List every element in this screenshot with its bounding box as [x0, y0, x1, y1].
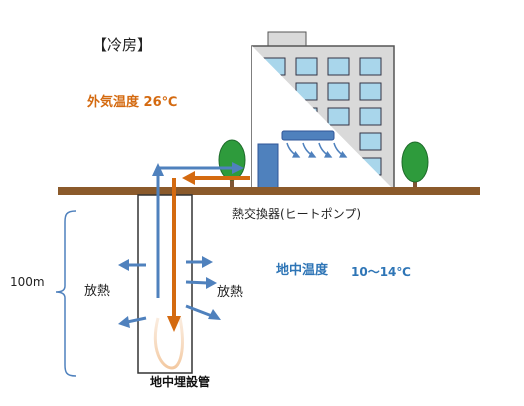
cool-air-arrow — [302, 142, 317, 158]
window — [359, 107, 382, 126]
heat-release-arrowhead — [118, 259, 129, 271]
window — [327, 107, 350, 126]
underground-pipe-label: 地中埋設管 — [150, 375, 211, 389]
window — [359, 132, 382, 151]
window — [327, 57, 350, 76]
heat-release-right-label: 放熱 — [217, 285, 244, 300]
ground-temperature-value: 10～14℃ — [351, 265, 411, 279]
cool-air-arrow — [333, 142, 348, 158]
window — [359, 57, 382, 76]
cool-air-arrows — [286, 142, 348, 158]
heat-release-arrowhead — [202, 256, 213, 268]
warm-flow-arrowhead — [167, 316, 181, 332]
heat-release-left-label: 放熱 — [84, 284, 111, 299]
heat-release-arrowhead — [208, 309, 221, 320]
building-cutaway — [252, 46, 394, 190]
heat-release-arrow — [126, 316, 147, 324]
building — [251, 31, 395, 191]
window — [327, 82, 350, 101]
cool-flow-arrowhead — [232, 162, 244, 174]
ground-surface — [58, 187, 480, 195]
heat-pump-label: 熱交換器(ヒートポンプ) — [232, 207, 362, 221]
heat-release-arrow — [185, 304, 213, 318]
heat-release-arrowheads — [118, 256, 221, 328]
ground-temperature-label: 地中温度 — [276, 263, 329, 278]
borehole — [137, 194, 193, 374]
cool-air-arrow — [318, 142, 333, 158]
heat-release-arrow — [185, 280, 209, 285]
heat-release-arrowhead — [118, 316, 130, 328]
depth-label: 100m — [10, 275, 45, 289]
window — [295, 57, 318, 76]
heat-release-arrowhead — [206, 277, 217, 289]
heat-release-arrows — [126, 260, 213, 324]
tree-right — [401, 141, 429, 188]
warm-flow-arrowhead — [182, 171, 195, 185]
heat-pump-unit — [257, 143, 279, 189]
cool-air-arrow — [286, 142, 301, 158]
tree-canopy — [401, 141, 429, 183]
depth-bracket — [55, 210, 77, 377]
pipe-loop — [153, 317, 184, 370]
window — [359, 82, 382, 101]
indoor-ac-unit — [281, 130, 335, 141]
roof-unit — [267, 31, 307, 47]
outdoor-temperature-label: 外気温度 26℃ — [87, 95, 178, 110]
building-windows — [263, 57, 382, 176]
mode-label: 【冷房】 — [92, 36, 153, 54]
